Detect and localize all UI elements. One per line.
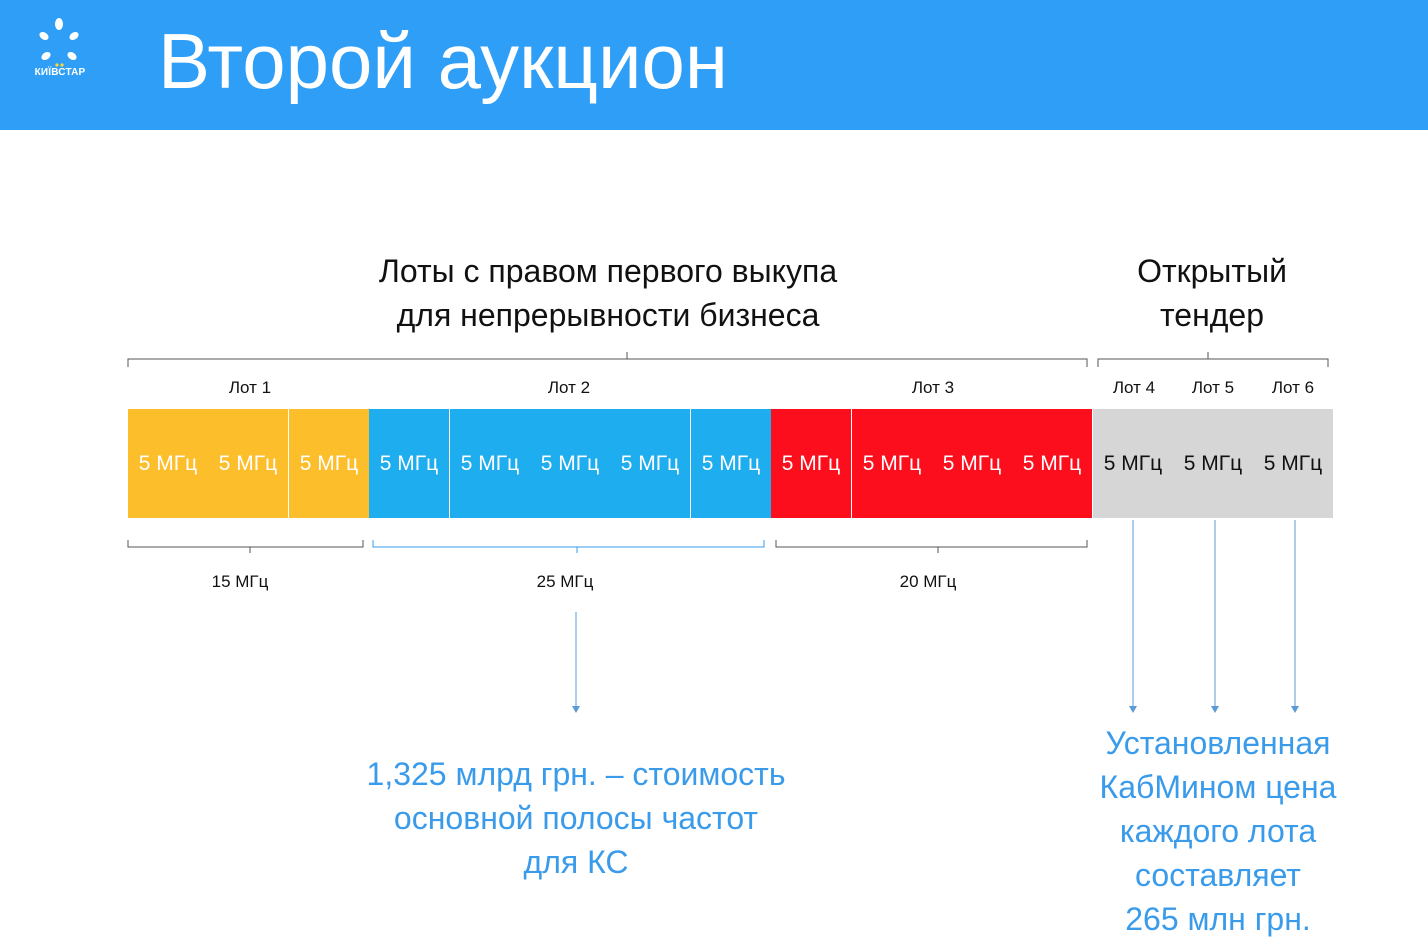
- arrowhead-lot6: [1291, 706, 1299, 713]
- total-lot3: 20 МГц: [899, 572, 957, 591]
- total-lot1: 15 МГц: [211, 572, 269, 591]
- band-block: 5 МГц: [1012, 409, 1092, 518]
- band-block: 5 МГц: [369, 409, 449, 518]
- lot-label-2: Лот 2: [547, 378, 591, 397]
- band-block: 5 МГц: [852, 409, 932, 518]
- top-bracket-open-tender: [1097, 352, 1329, 367]
- arrowhead-lot5: [1211, 706, 1219, 713]
- band-block: 5 МГц: [1253, 409, 1333, 518]
- tender-price-note: Установленная КабМином цена каждого лота…: [1099, 725, 1337, 937]
- bottom-bracket-lot3: [775, 540, 1088, 553]
- band-block: 5 МГц: [128, 409, 208, 518]
- logo-text: КИЇВСТАР: [34, 67, 86, 78]
- arrowhead-lot4: [1129, 706, 1137, 713]
- lot-label-3: Лот 3: [911, 378, 955, 397]
- top-bracket-first-purchase: [127, 352, 1088, 367]
- lot-label-5: Лот 5: [1191, 378, 1235, 397]
- lot-label-4: Лот 4: [1112, 378, 1156, 397]
- lot-label-1: Лот 1: [228, 378, 272, 397]
- band-block: 5 МГц: [771, 409, 851, 518]
- kyivstar-star-logo: [39, 18, 79, 67]
- bottom-bracket-lot2: [372, 540, 765, 553]
- page-title: Второй аукцион: [158, 17, 728, 105]
- first-purchase-group-title: Лоты с правом первого выкупа для непреры…: [378, 253, 838, 333]
- band-block: 5 МГц: [208, 409, 288, 518]
- band-block: 5 МГц: [610, 409, 690, 518]
- band-block: 5 МГц: [932, 409, 1012, 518]
- band-block: 5 МГц: [530, 409, 610, 518]
- open-tender-group-title: Открытый тендер: [1137, 253, 1287, 333]
- total-lot2: 25 МГц: [536, 572, 594, 591]
- arrowhead-main: [572, 706, 580, 713]
- header-bar: КИЇВСТАР Второй аукцион: [0, 0, 1428, 130]
- band-block: 5 МГц: [1093, 409, 1173, 518]
- lot-label-6: Лот 6: [1271, 378, 1315, 397]
- band-block: 5 МГц: [450, 409, 530, 518]
- band-block: 5 МГц: [289, 409, 369, 518]
- main-band-cost-note: 1,325 млрд грн. – стоимость основной пол…: [366, 756, 786, 880]
- band-block: 5 МГц: [691, 409, 771, 518]
- bottom-bracket-lot1: [127, 540, 364, 553]
- band-block: 5 МГц: [1173, 409, 1253, 518]
